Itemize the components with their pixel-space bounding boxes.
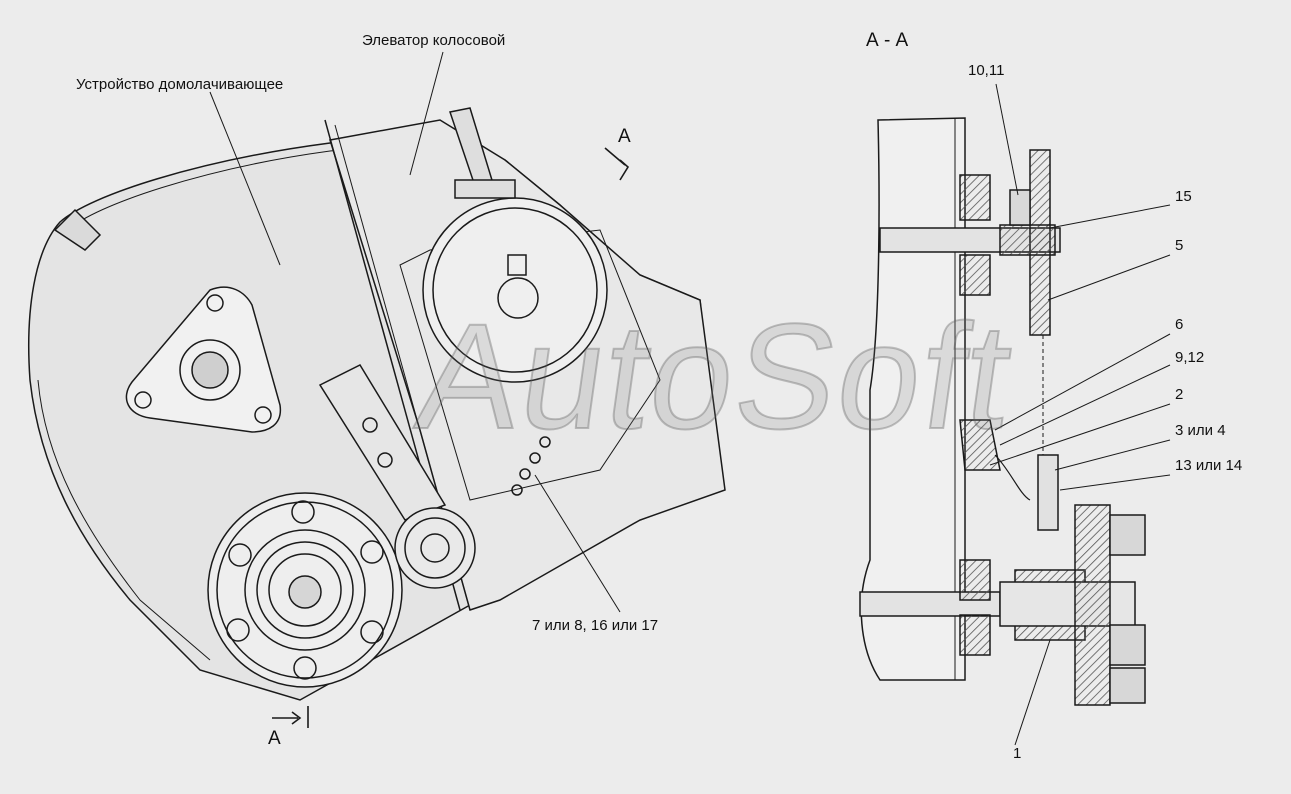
label-part-7-8-16-17: 7 или 8, 16 или 17 — [532, 617, 659, 634]
section-arrow-top — [604, 147, 630, 181]
flange-hub — [179, 339, 241, 401]
belt-guard-lower-edge — [37, 379, 211, 661]
upper-sprocket-hub — [497, 277, 539, 319]
tension-screw — [1037, 454, 1059, 531]
section-leaders — [989, 83, 1171, 746]
section-view — [859, 83, 1171, 746]
label-part-13-or-14: 13 или 14 — [1175, 457, 1243, 474]
label-part-5: 5 — [1175, 237, 1184, 254]
label-part-6: 6 — [1175, 316, 1184, 333]
label-rethresher: Устройство домолачивающее — [76, 76, 284, 93]
label-ear-elevator: Элеватор колосовой — [362, 32, 506, 49]
elevator-inner-frame — [399, 229, 661, 501]
lower-pulley-hub — [288, 575, 322, 609]
tensioner-plate — [318, 364, 447, 521]
label-part-2: 2 — [1175, 386, 1184, 403]
main-view — [28, 51, 726, 728]
label-section-title: А - А — [866, 30, 909, 51]
label-arrow-bottom: А — [268, 728, 281, 749]
leader-rethresher — [209, 91, 281, 266]
section-housing — [860, 117, 966, 681]
clutch-housing — [1074, 504, 1111, 706]
label-part-15: 15 — [1175, 188, 1192, 205]
label-part-10-11: 10,11 — [968, 62, 1005, 79]
label-arrow-top: А — [618, 126, 631, 147]
tensioner-section — [959, 419, 1001, 471]
idler-pulley — [394, 507, 476, 589]
leader-7-8-16-17 — [534, 474, 621, 613]
label-part-3-or-4: 3 или 4 — [1175, 422, 1226, 439]
label-part-1: 1 — [1013, 745, 1022, 762]
label-part-9-12: 9,12 — [1175, 349, 1205, 366]
watermark-text: AutoSoft — [407, 291, 1024, 461]
chain-link-part — [511, 436, 551, 496]
leader-elevator — [409, 51, 444, 176]
left-bracket — [53, 208, 102, 251]
section-arrow-bottom — [272, 706, 309, 728]
springs — [1109, 514, 1146, 704]
